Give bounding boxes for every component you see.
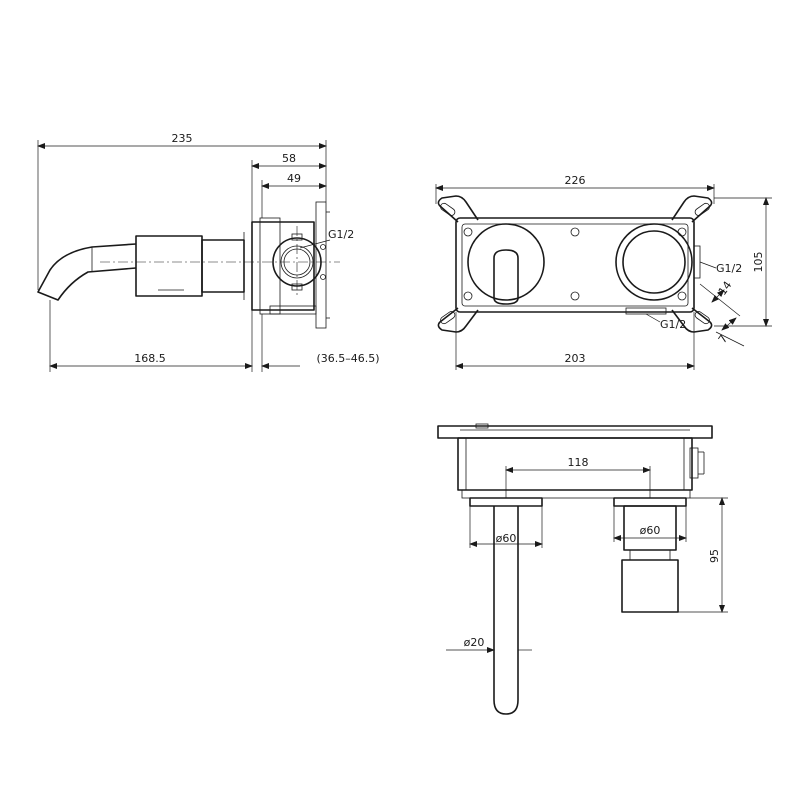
handle-valve-circle (615, 223, 693, 301)
dim-handle-length: 95 (708, 549, 721, 563)
dim-wall-range: (36.5–46.5) (316, 352, 379, 365)
spout-top (493, 506, 519, 715)
dim-handle-flange-dia: ø60 (640, 524, 661, 537)
mounting-box-side (251, 221, 315, 311)
dim-center-distance: 118 (568, 456, 589, 469)
dim-depth-58: 58 (282, 152, 296, 165)
dim-box-inner-width: 203 (565, 352, 586, 365)
mounting-ear-top-left (437, 195, 479, 223)
dim-box-width: 226 (565, 174, 586, 187)
handle-lever (621, 559, 679, 613)
mounting-ear-bottom-right (671, 307, 713, 333)
spout-collar (201, 239, 245, 293)
spout-flange (469, 497, 543, 507)
mounting-ear-bottom-left (437, 307, 479, 333)
dim-depth-49: 49 (287, 172, 301, 185)
top-view: 118 ø60 ø60 95 ø20 (437, 423, 728, 715)
label-thread-front-bottom: G1/2 (660, 318, 686, 331)
dim-total-length: 235 (172, 132, 193, 145)
spout-body (135, 235, 203, 297)
spout-side (37, 243, 137, 301)
mounting-ear-top-right (671, 195, 713, 223)
label-thread-front-right: G1/2 (716, 262, 742, 275)
dim-spout-dia: ø20 (464, 636, 485, 649)
label-thread-side: G1/2 (328, 228, 354, 241)
front-view: 226 105 203 G1/2 G1/2 14 7 (435, 174, 772, 370)
handle-flange (613, 497, 687, 507)
dim-box-height: 105 (752, 252, 765, 273)
spout-outlet-circle (467, 223, 545, 301)
dim-spout-flange-dia: ø60 (496, 532, 517, 545)
dim-offset-14: 14 (716, 279, 735, 298)
dim-offset-7: 7 (716, 333, 731, 346)
dim-spout-reach: 168.5 (134, 352, 166, 365)
side-view: 235 58 49 G1/2 168.5 (36.5–46.5) (37, 132, 380, 372)
